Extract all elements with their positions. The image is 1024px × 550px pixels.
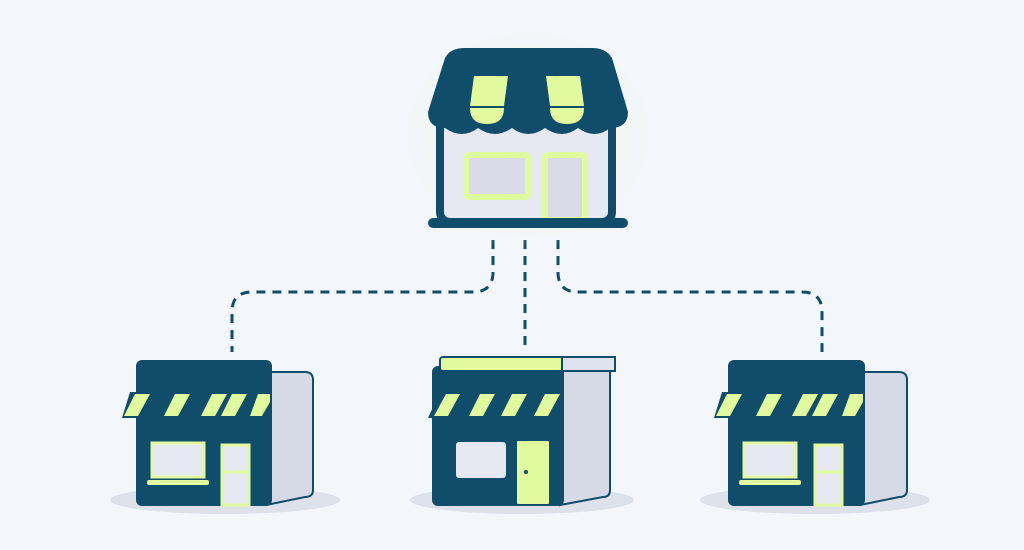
dashed-connectors — [230, 240, 824, 352]
connector-left — [230, 240, 495, 352]
hub-store-icon — [393, 20, 663, 250]
branch-store-left-icon — [110, 360, 340, 514]
branch-store-middle-icon — [410, 356, 634, 514]
branch-store-right-icon — [700, 360, 930, 514]
connector-right — [556, 240, 824, 352]
